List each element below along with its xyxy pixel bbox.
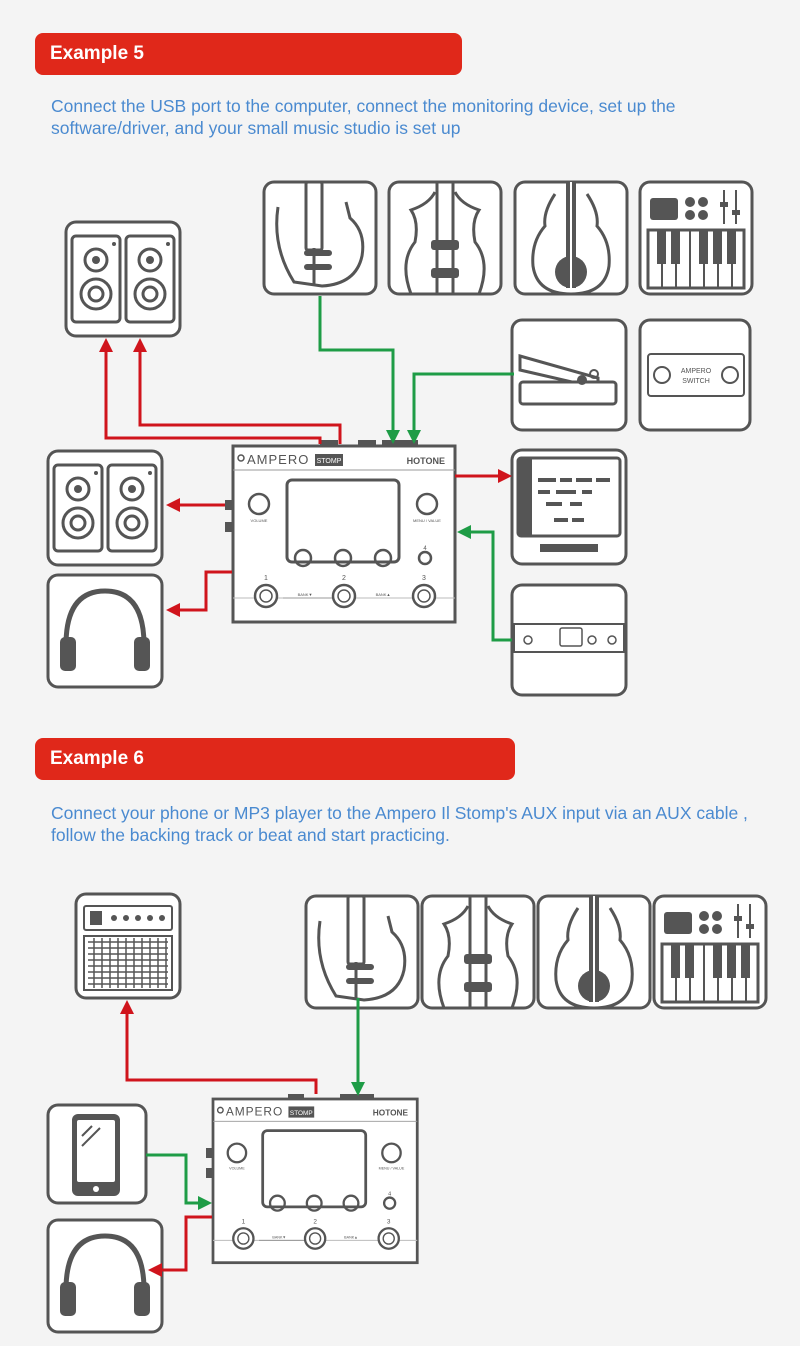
switch-2-label-2: 2: [313, 1219, 317, 1226]
ampero-stomp-device: AMPERO STOMP HOTONE VOLUME MENU / VALUE …: [231, 444, 457, 624]
switch-4-label: 4: [423, 546, 427, 552]
device-brand-2: HOTONE: [373, 1108, 409, 1118]
output-connections-2: [120, 1000, 318, 1277]
example5-description: Connect the USB port to the computer, co…: [51, 96, 676, 138]
footswitch-3: [411, 583, 437, 609]
footswitch-2: [331, 583, 357, 609]
footswitch-3-b: [377, 1227, 401, 1250]
footswitch-2-b: [303, 1227, 327, 1250]
example6-diagram: AMPERO STOMP HOTONE VOLUME MENU / VALUE …: [0, 880, 768, 1340]
menu-label: MENU / VALUE: [413, 518, 441, 523]
example6-banner: Example 6: [35, 738, 515, 780]
expression-pedal-icon: [510, 318, 628, 432]
device-model-2: STOMP: [290, 1110, 313, 1117]
studio-monitors-icon: [64, 220, 182, 338]
input-connections: [318, 296, 514, 642]
headphones-icon-2: [48, 1220, 162, 1332]
guitar-amp-icon: [74, 892, 182, 1000]
studio-monitors-icon-2: [46, 449, 164, 567]
example6-description: Connect your phone or MP3 player to the …: [51, 803, 748, 845]
acoustic-guitar-icon-2: [538, 896, 650, 1008]
bank-down-label-2: BANK▼: [272, 1235, 286, 1239]
electric-guitar-icon-2: [304, 894, 420, 1010]
bass-guitar-icon-2: [420, 894, 536, 1010]
computer-icon: [510, 448, 628, 566]
footswitch-1-b: [232, 1227, 255, 1250]
midi-keyboard-icon: [638, 180, 754, 296]
ampero-switch-icon: AMPERO SWITCH: [638, 318, 752, 432]
example6-title: Example 6: [50, 748, 144, 769]
ampero-stomp-device-2: AMPERO STOMP HOTONE VOLUME MENU / VALUE …: [211, 1097, 419, 1265]
ampero-switch-line2: SWITCH: [682, 378, 710, 385]
ampero-switch-line1: AMPERO: [681, 368, 712, 375]
switch-3-label-2: 3: [387, 1219, 391, 1226]
acoustic-guitar-icon: [515, 182, 627, 294]
device-model: STOMP: [317, 458, 342, 465]
volume-label: VOLUME: [251, 518, 268, 523]
headphones-icon: [48, 575, 162, 687]
device-logo-2: AMPERO: [226, 1105, 283, 1119]
switch-4-label-2: 4: [388, 1192, 391, 1198]
audio-interface-icon: [510, 583, 628, 697]
bank-up-label: BANK▲: [376, 592, 391, 597]
output-connections: [99, 338, 512, 617]
electric-guitar-icon: [262, 180, 378, 296]
phone-icon: [46, 1103, 148, 1205]
switch-1-label: 1: [264, 575, 268, 582]
device-brand: HOTONE: [407, 456, 445, 466]
bass-guitar-icon: [387, 180, 503, 296]
switch-2-label: 2: [342, 575, 346, 582]
menu-label-2: MENU / VALUE: [379, 1167, 405, 1171]
midi-keyboard-icon-2: [652, 894, 768, 1010]
volume-label-2: VOLUME: [229, 1167, 245, 1171]
example5-diagram: AMPERO SWITCH AMPERO STOMP: [0, 170, 754, 697]
bank-down-label: BANK▼: [298, 592, 313, 597]
input-connections-2: [146, 998, 365, 1210]
example5-title: Example 5: [50, 43, 144, 64]
switch-1-label-2: 1: [242, 1219, 246, 1226]
footswitch-1: [253, 583, 279, 609]
switch-3-label: 3: [422, 575, 426, 582]
bank-up-label-2: BANK▲: [344, 1235, 358, 1239]
device-logo: AMPERO: [247, 452, 309, 467]
example5-banner: Example 5: [35, 33, 462, 75]
